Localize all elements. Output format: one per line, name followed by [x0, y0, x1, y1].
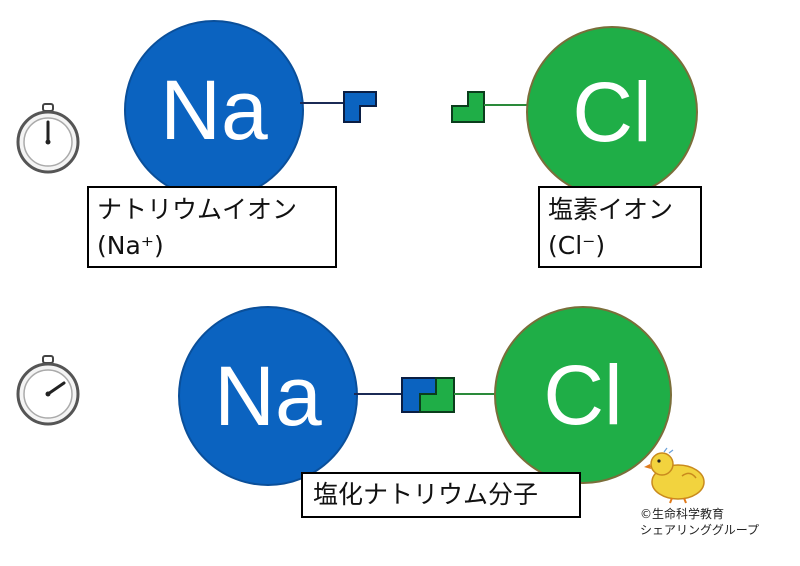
sodium-connector-block [342, 90, 378, 124]
credit-text: ©生命科学教育 シェアリンググループ [640, 506, 759, 538]
chloride-connector-block [450, 90, 486, 124]
credit-line-1: ©生命科学教育 [640, 507, 725, 521]
chick-illustration [640, 446, 712, 504]
sodium-ion-circle: Na [124, 20, 304, 200]
sodium-ion-label: ナトリウムイオン (Na⁺) [87, 186, 337, 268]
chloride-connector-line [484, 104, 528, 106]
chloride-connector-line [454, 393, 496, 395]
sodium-ion-formula: (Na⁺) [97, 231, 164, 260]
chlorine-symbol: Cl [572, 65, 652, 159]
chlorine-atom-circle: Cl [494, 306, 672, 484]
stopwatch-icon [14, 102, 82, 178]
sodium-atom-circle: Na [178, 306, 358, 486]
compound-name: 塩化ナトリウム分子 [313, 480, 539, 509]
sodium-connector-line [300, 102, 344, 104]
credit-line-2: シェアリンググループ [640, 523, 760, 537]
chloride-ion-name: 塩素イオン [548, 195, 674, 224]
sodium-symbol: Na [160, 63, 268, 157]
chloride-ion-formula: (Cl⁻) [548, 231, 606, 260]
chloride-ion-label: 塩素イオン (Cl⁻) [538, 186, 702, 268]
sodium-symbol: Na [214, 349, 322, 443]
chlorine-symbol: Cl [543, 348, 623, 442]
sodium-connector-line [354, 393, 402, 395]
stopwatch-icon [14, 354, 82, 430]
sodium-chloride-label: 塩化ナトリウム分子 [301, 472, 581, 518]
sodium-ion-name: ナトリウムイオン [97, 195, 298, 224]
joined-connector-blocks [400, 376, 456, 416]
chloride-ion-circle: Cl [526, 26, 698, 198]
